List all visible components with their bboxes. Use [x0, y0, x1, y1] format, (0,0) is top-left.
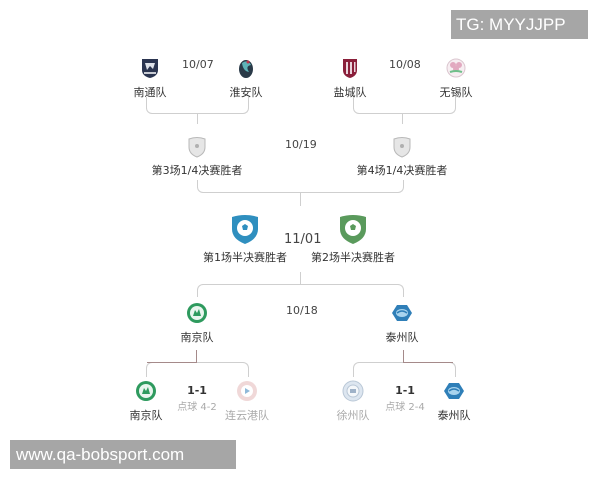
bracket-winner-path — [403, 362, 453, 363]
bracket-stem — [300, 193, 301, 206]
match-date: 10/19 — [285, 138, 317, 151]
slot-label: 第3场1/4决赛胜者 — [151, 164, 243, 177]
team-nantong[interactable]: 南通队 — [110, 57, 190, 100]
slot-label: 第1场半决赛胜者 — [203, 251, 287, 264]
shield-placeholder-icon — [187, 136, 207, 158]
yancheng-crest-icon — [339, 57, 361, 79]
team-nanjing[interactable]: 南京队 — [157, 302, 237, 345]
team-name: 泰州队 — [437, 409, 471, 422]
team-lianyungang[interactable]: 连云港队 — [207, 380, 287, 423]
nantong-crest-icon — [139, 57, 161, 79]
team-name: 南京队 — [180, 331, 214, 344]
bracket-stem — [196, 350, 197, 362]
team-name: 南通队 — [133, 86, 167, 99]
nanjing-crest-icon — [135, 380, 157, 402]
team-name: 无锡队 — [439, 86, 473, 99]
xuzhou-crest-icon — [342, 380, 364, 402]
bracket-connector — [197, 284, 404, 297]
soccer-shield-icon — [338, 213, 368, 245]
nanjing-crest-icon — [186, 302, 208, 324]
slot-label: 第2场半决赛胜者 — [311, 251, 395, 264]
match-date: 10/07 — [182, 58, 214, 71]
final-slot-right[interactable]: 第2场半决赛胜者 — [298, 213, 408, 265]
match-score: 1-1 点球 4-2 — [167, 384, 227, 413]
taizhou-crest-icon — [391, 302, 413, 324]
bracket-connector — [353, 362, 456, 377]
semifinal-slot-left[interactable]: 第3场1/4决赛胜者 — [142, 136, 252, 178]
match-date: 11/01 — [284, 232, 322, 247]
watermark-bottom: www.qa-bobsport.com — [10, 440, 236, 469]
soccer-shield-icon — [230, 213, 260, 245]
bracket-winner-path — [147, 362, 197, 363]
team-nanjing-qf[interactable]: 南京队 — [106, 380, 186, 423]
bracket-connector — [146, 97, 249, 114]
bracket-stem — [197, 114, 198, 124]
team-wuxi[interactable]: 无锡队 — [416, 57, 496, 100]
slot-label: 第4场1/4决赛胜者 — [356, 164, 448, 177]
team-taizhou[interactable]: 泰州队 — [362, 302, 442, 345]
wuxi-crest-icon — [445, 57, 467, 79]
match-date: 10/18 — [286, 304, 318, 317]
bracket-stem — [403, 350, 404, 362]
team-name: 淮安队 — [229, 86, 263, 99]
final-slot-left[interactable]: 第1场半决赛胜者 — [190, 213, 300, 265]
team-xuzhou[interactable]: 徐州队 — [313, 380, 393, 423]
match-score: 1-1 点球 2-4 — [375, 384, 435, 413]
team-yancheng[interactable]: 盐城队 — [310, 57, 390, 100]
lianyungang-crest-icon — [236, 380, 258, 402]
team-name: 徐州队 — [336, 409, 370, 422]
penalty-score: 点球 4-2 — [177, 402, 217, 413]
team-name: 连云港队 — [225, 409, 269, 422]
shield-placeholder-icon — [392, 136, 412, 158]
watermark-top: TG: MYYJJPP — [451, 10, 588, 39]
taizhou-crest-icon — [443, 380, 465, 402]
team-taizhou-qf[interactable]: 泰州队 — [414, 380, 494, 423]
bracket-stem — [402, 114, 403, 124]
score-value: 1-1 — [187, 384, 207, 397]
penalty-score: 点球 2-4 — [385, 402, 425, 413]
team-name: 盐城队 — [333, 86, 367, 99]
bracket-connector — [197, 180, 404, 193]
match-date: 10/08 — [389, 58, 421, 71]
huaian-crest-icon — [235, 57, 257, 79]
bracket-connector — [146, 362, 249, 377]
bracket-stem — [300, 272, 301, 285]
score-value: 1-1 — [395, 384, 415, 397]
bracket-connector — [353, 97, 456, 114]
semifinal-slot-right[interactable]: 第4场1/4决赛胜者 — [347, 136, 457, 178]
team-name: 泰州队 — [385, 331, 419, 344]
team-huaian[interactable]: 淮安队 — [206, 57, 286, 100]
team-name: 南京队 — [129, 409, 163, 422]
